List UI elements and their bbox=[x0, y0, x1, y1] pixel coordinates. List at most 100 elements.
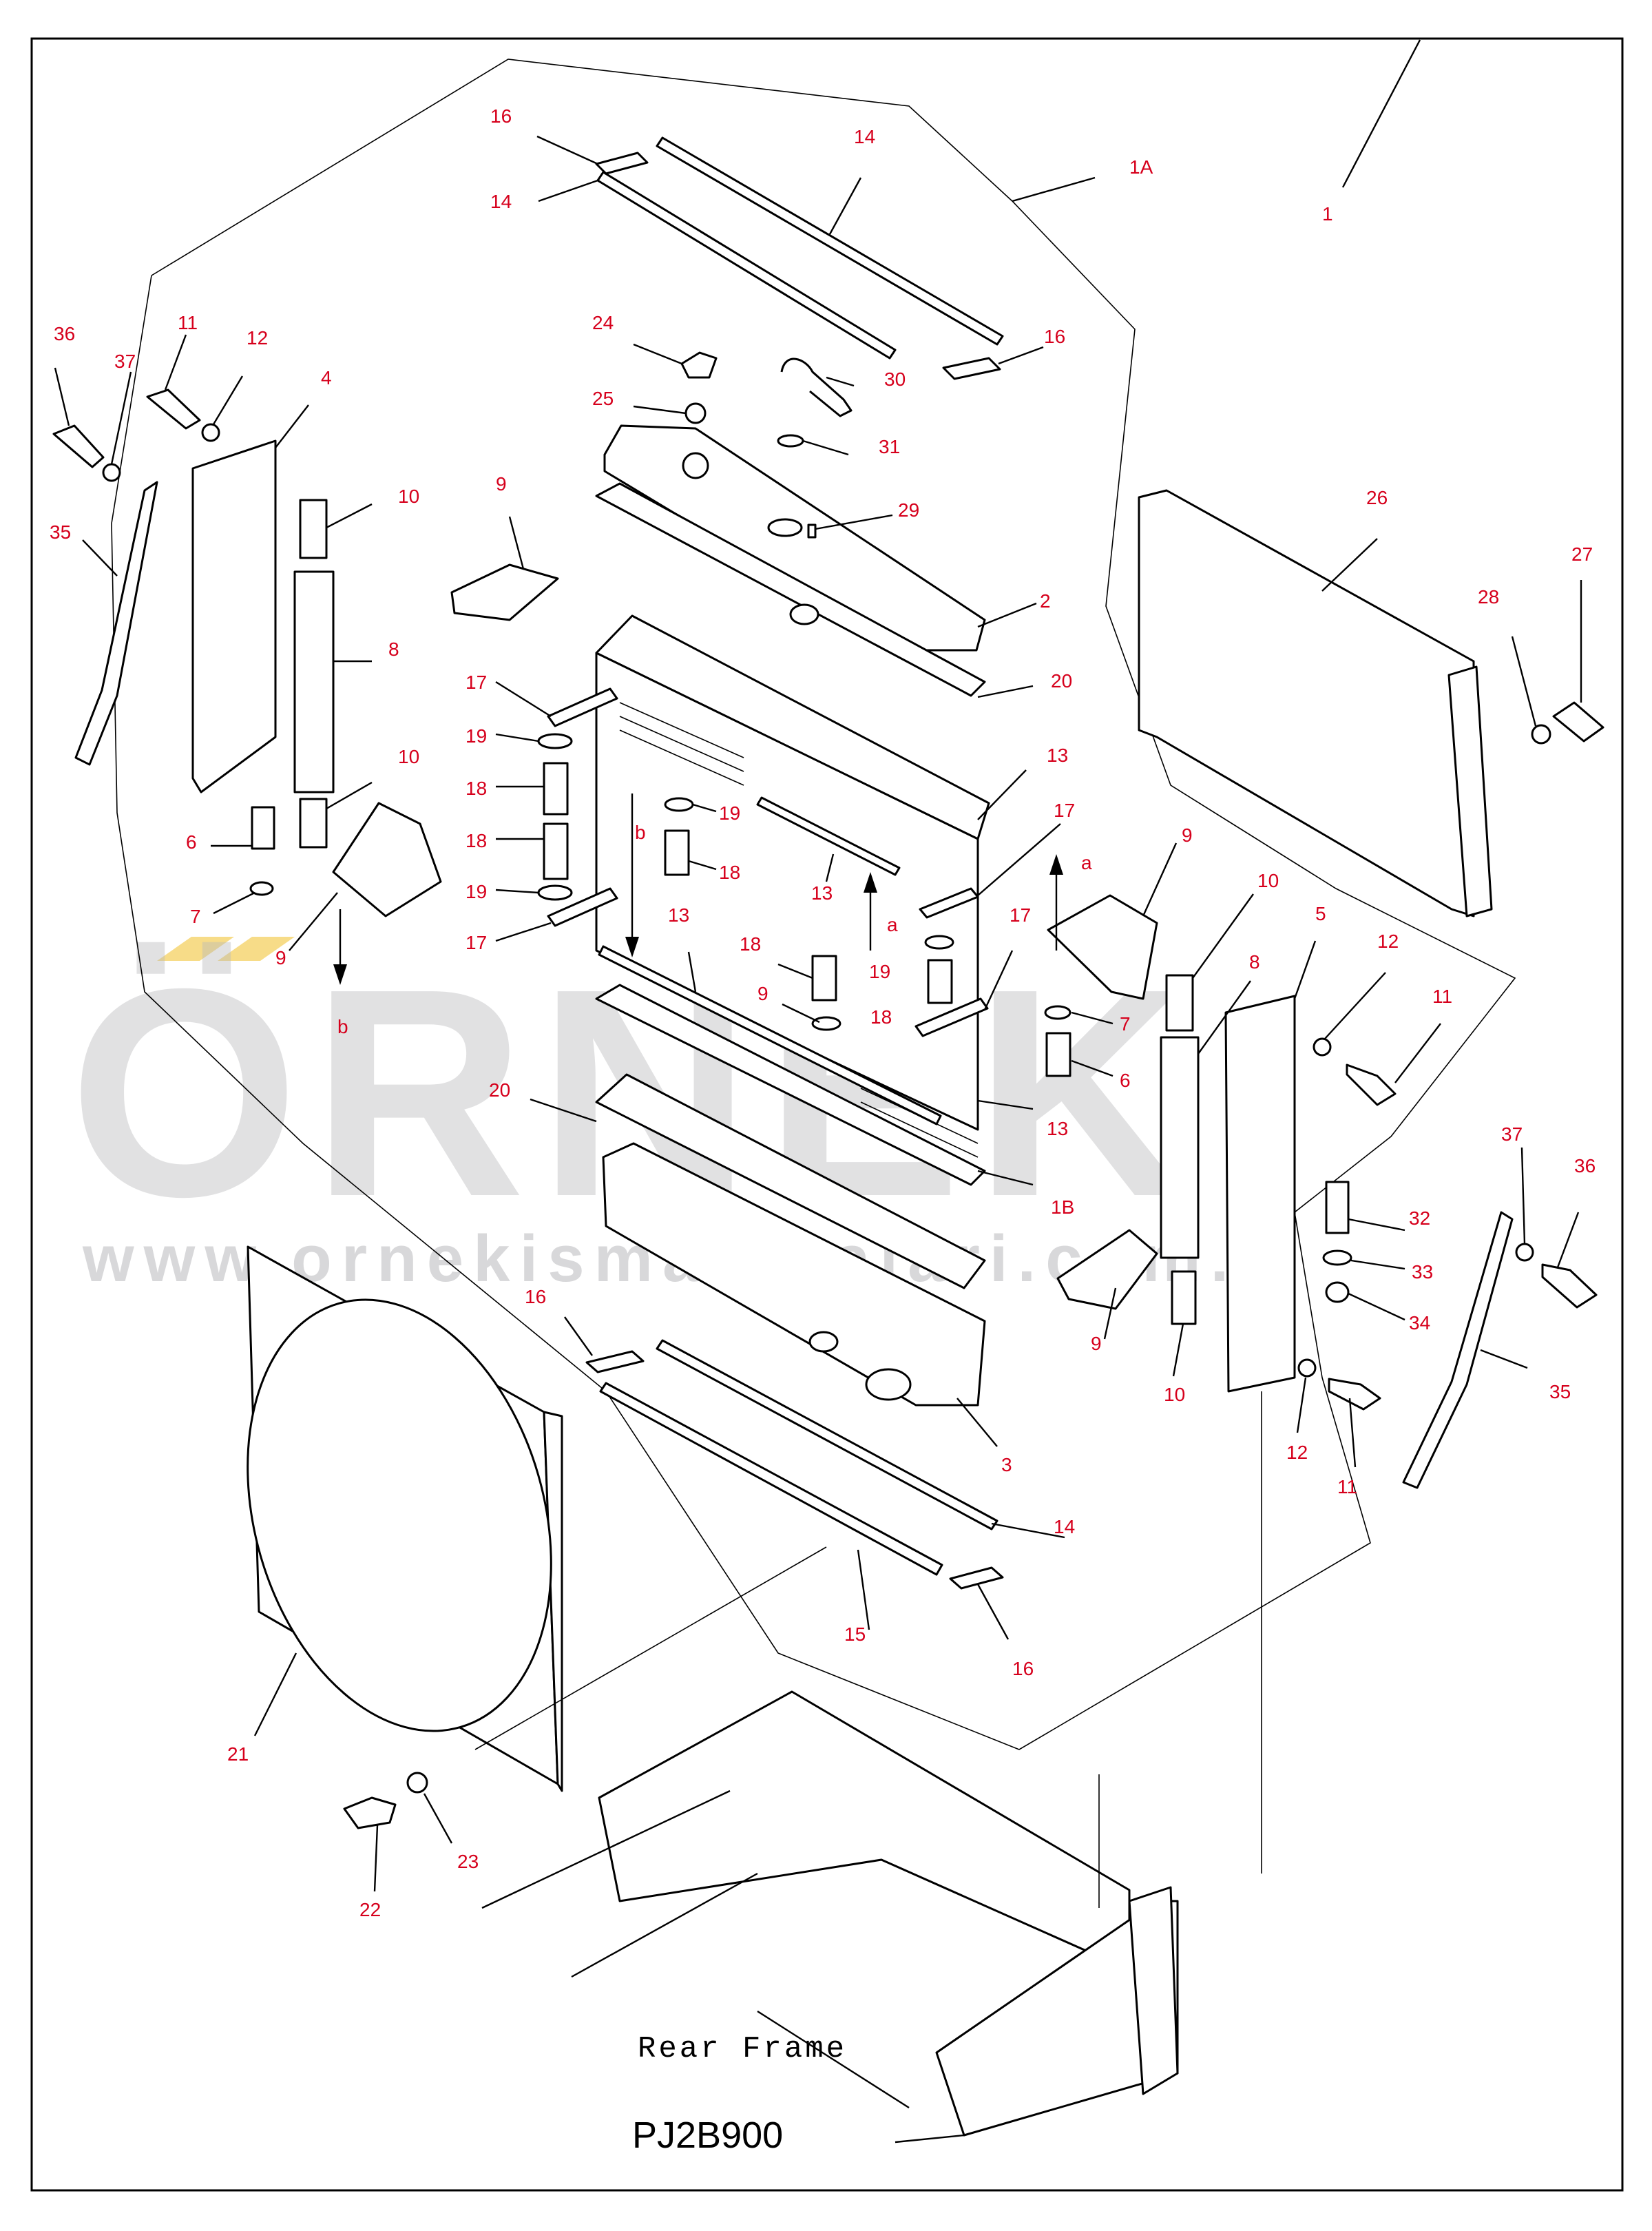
core-fins bbox=[619, 702, 979, 1158]
callout-label: 9 bbox=[757, 983, 769, 1004]
sensor-30 bbox=[780, 357, 853, 417]
arrow-a-core-head bbox=[864, 872, 877, 893]
leader-10b bbox=[326, 781, 373, 810]
drawing-border bbox=[30, 37, 1624, 2192]
strip-17-lower-left bbox=[547, 887, 618, 927]
leader-20a bbox=[977, 685, 1034, 698]
leader-23 bbox=[423, 1793, 453, 1844]
leader-17d bbox=[983, 950, 1014, 1010]
callout-label: 32 bbox=[1409, 1207, 1430, 1229]
leader-1A bbox=[1012, 176, 1096, 203]
callout-label: 6 bbox=[186, 831, 197, 853]
core-strip-13a bbox=[756, 796, 901, 876]
drawing-code: PJ2B900 bbox=[632, 2115, 783, 2156]
bottom-gasket-20 bbox=[595, 1073, 986, 1289]
leader-16c bbox=[564, 1316, 593, 1356]
leader-12c bbox=[1296, 1377, 1307, 1433]
callout-label: b bbox=[337, 1016, 348, 1037]
callout-label: 1 bbox=[1322, 203, 1333, 225]
callout-label: 14 bbox=[1054, 1516, 1075, 1537]
block-8-right bbox=[1160, 1036, 1200, 1259]
core-bottom-gasket bbox=[595, 984, 986, 1186]
top-tank-2 bbox=[603, 424, 986, 652]
shroud-link-line bbox=[474, 1546, 827, 1750]
filler-cap-24 bbox=[680, 351, 718, 379]
washer-37-right bbox=[1515, 1243, 1534, 1262]
stay-35-left bbox=[74, 481, 158, 766]
top-tank-assembly bbox=[595, 343, 1037, 698]
leader-26 bbox=[1321, 538, 1378, 592]
bracket-9-upper-right bbox=[1047, 894, 1158, 1000]
callout-label: 17 bbox=[466, 672, 487, 693]
callout-label: 6 bbox=[1120, 1070, 1131, 1091]
cooler-side-tank bbox=[1447, 665, 1493, 917]
leader-18c bbox=[688, 860, 717, 871]
leader-9b bbox=[289, 892, 338, 951]
leader-13c bbox=[687, 951, 697, 993]
cooler-body-26 bbox=[1138, 489, 1475, 917]
tank-outlet bbox=[789, 603, 819, 625]
callout-label: 27 bbox=[1571, 543, 1593, 565]
leader-17a bbox=[495, 681, 552, 718]
leader-11a bbox=[164, 334, 187, 391]
leader-29 bbox=[815, 514, 893, 530]
block-10-bottom-left bbox=[299, 798, 328, 849]
callout-label: a bbox=[1081, 852, 1092, 873]
leader-19b bbox=[495, 889, 539, 894]
callout-label: 5 bbox=[1315, 903, 1326, 924]
fan-shroud-opening bbox=[247, 1298, 552, 1732]
side-plate-4 bbox=[191, 439, 277, 793]
washer-33 bbox=[1322, 1249, 1352, 1266]
bracket-9-lower-left bbox=[332, 802, 442, 917]
rear-frame-rail-b bbox=[571, 1872, 758, 1978]
callout-label: 36 bbox=[54, 323, 75, 344]
rear-frame-rail-c bbox=[757, 2010, 910, 2109]
washer-12-left bbox=[201, 423, 220, 442]
right-side-parts bbox=[1044, 842, 1598, 1874]
callout-label: 13 bbox=[668, 904, 689, 926]
bottom-drain bbox=[808, 1331, 839, 1353]
stay-35-right bbox=[1402, 1211, 1514, 1489]
leader-13d bbox=[977, 1099, 1034, 1110]
side-plate-5 bbox=[1224, 995, 1296, 1393]
leader-13a bbox=[977, 769, 1027, 820]
bottom-tank-assembly bbox=[595, 1073, 998, 1447]
callout-label: 18 bbox=[719, 862, 740, 883]
callout-label: 18 bbox=[870, 1006, 892, 1028]
leader-18d bbox=[777, 963, 813, 979]
callout-label: 4 bbox=[321, 367, 332, 388]
callout-label: 9 bbox=[275, 947, 286, 968]
callout-label: 9 bbox=[1091, 1333, 1102, 1354]
callout-label: 7 bbox=[1120, 1013, 1131, 1035]
callout-label: 18 bbox=[740, 933, 761, 955]
plug-29 bbox=[807, 523, 817, 539]
callout-label: 10 bbox=[1164, 1384, 1185, 1405]
callout-label: 12 bbox=[1377, 931, 1399, 952]
callout-label: 8 bbox=[1249, 951, 1260, 973]
callout-label: 23 bbox=[457, 1851, 479, 1872]
fan-shroud-flange bbox=[543, 1411, 563, 1792]
callout-label: 13 bbox=[811, 882, 833, 904]
leader-4 bbox=[275, 404, 309, 448]
leader-30 bbox=[826, 376, 855, 387]
leader-16a bbox=[536, 135, 598, 165]
callout-label: 2 bbox=[1040, 590, 1051, 612]
washer-12-right-a bbox=[1313, 1037, 1332, 1057]
strip-17-upper-left bbox=[547, 687, 618, 727]
callout-label: 12 bbox=[1286, 1442, 1308, 1463]
leader-9d bbox=[1142, 842, 1178, 917]
leader-33 bbox=[1350, 1259, 1405, 1270]
leader-10c bbox=[1192, 893, 1254, 979]
callout-label: 19 bbox=[719, 802, 740, 824]
block-10-top-right bbox=[1165, 974, 1194, 1032]
bolt-18-e bbox=[811, 955, 837, 1002]
washer-7-right bbox=[1044, 1005, 1071, 1020]
leader-36a bbox=[54, 367, 70, 426]
plate-16-bottom-a bbox=[585, 1350, 645, 1373]
leader-14c bbox=[991, 1522, 1065, 1539]
strip-14-bottom bbox=[656, 1339, 998, 1530]
top-strips bbox=[536, 135, 1044, 380]
leader-5 bbox=[1293, 940, 1317, 999]
leader-16d bbox=[976, 1584, 1010, 1640]
